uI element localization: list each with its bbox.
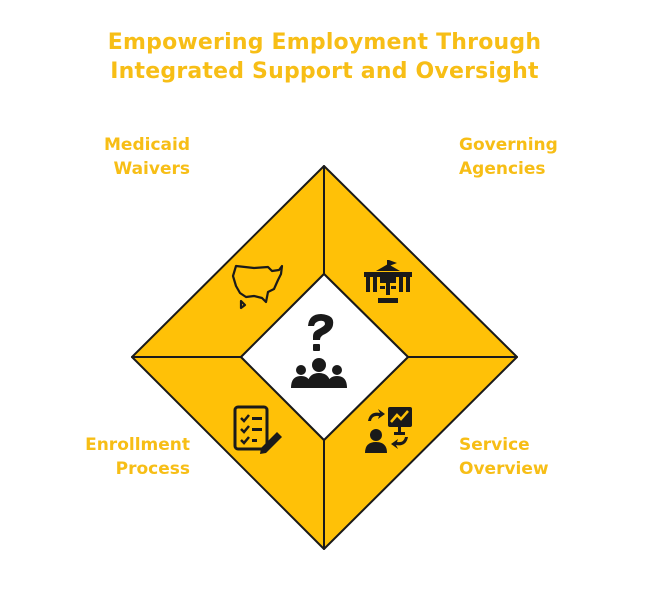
title-line-2: Integrated Support and Oversight [110,59,539,84]
center-diamond [240,273,409,441]
presentation-exchange-icon [365,407,412,453]
government-building-icon [364,260,412,303]
people-question-icon [291,314,347,388]
label-line: Overview [459,459,549,479]
label-line: Process [115,459,190,479]
label-line: Waivers [113,159,190,179]
label-line: Medicaid [104,135,190,155]
label-medicaid-waivers: Medicaid Waivers [104,133,190,181]
label-line: Agencies [459,159,546,179]
diagram-title: Empowering Employment Through Integrated… [0,28,649,86]
label-line: Enrollment [85,435,190,455]
label-governing-agencies: Governing Agencies [459,133,558,181]
label-service-overview: Service Overview [459,433,549,481]
label-enrollment-process: Enrollment Process [85,433,190,481]
checklist-edit-icon [233,405,282,454]
label-line: Governing [459,135,558,155]
label-line: Service [459,435,530,455]
us-map-icon [231,264,284,310]
title-line-1: Empowering Employment Through [107,30,542,55]
